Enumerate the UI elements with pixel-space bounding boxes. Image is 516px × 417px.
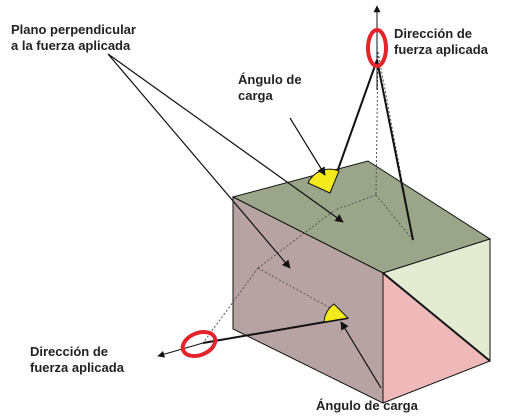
force-line-top-right — [376, 59, 414, 241]
prism-diagonal-edge — [382, 272, 491, 362]
label-direction-top-line-1: Dirección de — [394, 26, 473, 41]
angle-pointer-top — [289, 117, 326, 176]
loading-angle-wedge-bottom — [323, 303, 350, 323]
angle-pointer-bottom — [340, 321, 382, 389]
label-angle-top-line-2: carga — [238, 88, 273, 103]
force-direction-arrow-left — [157, 342, 204, 358]
label-direction-top-line-2: fuerza aplicada — [394, 42, 488, 57]
label-plane-line-2: a la fuerza aplicada — [11, 38, 131, 53]
force-ring-left — [180, 329, 218, 359]
label-direction-left-line-1: Dirección de — [30, 344, 109, 359]
force-ring-top — [366, 28, 388, 68]
label-plane-line-1: Plano perpendicular — [11, 22, 136, 37]
label-angle-top-line-1: Ángulo de — [238, 72, 302, 87]
plane-pointer-line-1 — [107, 53, 344, 223]
label-angle-bottom: Ángulo de carga — [316, 398, 418, 413]
label-direction-top: Dirección de fuerza aplicada — [394, 26, 488, 58]
label-angle-top: Ángulo de carga — [238, 72, 302, 104]
label-direction-left: Dirección de fuerza aplicada — [30, 344, 124, 376]
force-line-top-left — [329, 59, 378, 193]
label-direction-left-line-2: fuerza aplicada — [30, 360, 124, 375]
label-plane: Plano perpendicular a la fuerza aplicada — [11, 22, 136, 54]
plane-pointer-line-2 — [107, 53, 291, 269]
